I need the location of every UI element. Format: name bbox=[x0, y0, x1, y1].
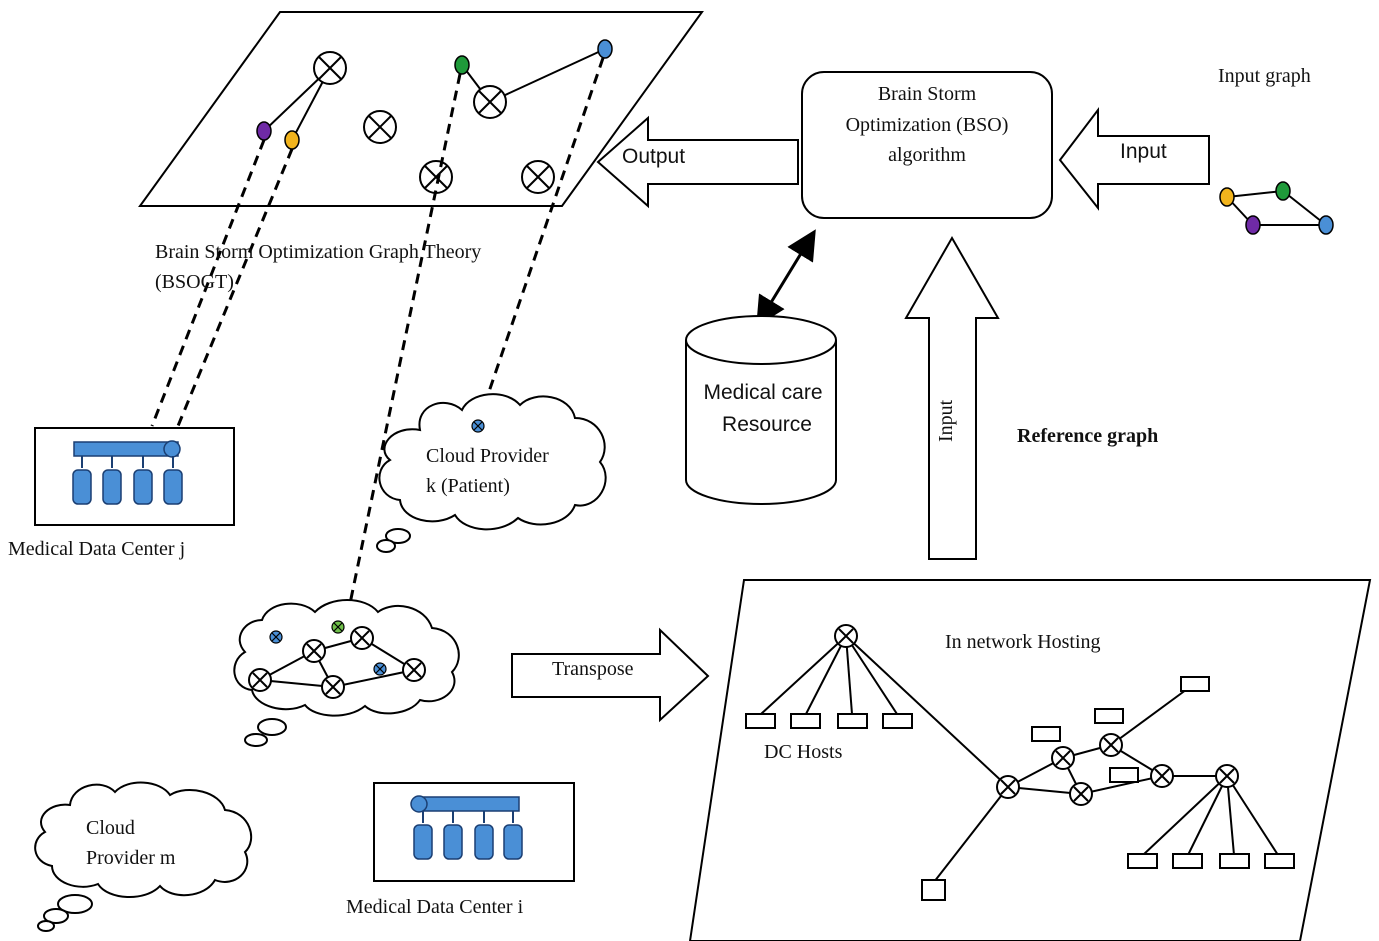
cloud-m-label-line1: Cloud bbox=[86, 817, 135, 839]
router-cross-icon bbox=[471, 419, 485, 433]
cloud-m-label-line2: Provider m bbox=[86, 847, 176, 869]
router-cross-icon bbox=[419, 160, 453, 194]
router-cross-icon bbox=[1215, 764, 1239, 788]
bsogt-caption-line2: (BSOGT) bbox=[155, 271, 234, 293]
host-box-icon bbox=[1127, 853, 1158, 869]
cloud-k-label-line1: Cloud Provider bbox=[426, 445, 549, 467]
cloud-network-group bbox=[233, 599, 460, 747]
medical-data-center-j bbox=[34, 427, 235, 526]
purple-vertex bbox=[256, 121, 272, 141]
bsogt-plane bbox=[138, 11, 704, 207]
input-vertical-label: Input bbox=[935, 399, 957, 442]
dc-hosts-label: DC Hosts bbox=[764, 741, 843, 763]
cloud-provider-k: Cloud Provider k (Patient) bbox=[376, 393, 607, 553]
router-cross-icon bbox=[373, 662, 387, 676]
host-box-icon bbox=[1031, 726, 1061, 742]
host-box-icon bbox=[1219, 853, 1250, 869]
host-box-icon bbox=[1180, 676, 1210, 692]
cloud-k-label-line2: k (Patient) bbox=[426, 475, 510, 497]
medical-care-resource-cylinder: Medical care Resource bbox=[685, 315, 837, 505]
database-cluster-icon bbox=[410, 795, 523, 860]
output-arrow: Output bbox=[596, 115, 799, 209]
host-box-icon bbox=[1264, 853, 1295, 869]
router-cross-icon bbox=[1150, 764, 1174, 788]
host-box-icon bbox=[1172, 853, 1203, 869]
router-cross-icon bbox=[302, 639, 326, 663]
yellow-vertex bbox=[284, 130, 300, 150]
cloud-icon bbox=[233, 599, 460, 747]
router-cross-icon bbox=[363, 110, 397, 144]
bsogt-caption-line1: Brain Storm Optimization Graph Theory bbox=[155, 241, 481, 263]
input-right-label: Input bbox=[1120, 140, 1167, 163]
router-cross-icon bbox=[248, 668, 272, 692]
bso-label-line2: Optimization (BSO) bbox=[846, 114, 1009, 136]
blue-vertex bbox=[597, 39, 613, 59]
green-vertex bbox=[454, 55, 470, 75]
in-network-hosting-plane bbox=[688, 579, 1372, 941]
router-cross-icon bbox=[473, 85, 507, 119]
in-network-hosting-label: In network Hosting bbox=[945, 631, 1101, 653]
router-cross-icon bbox=[996, 775, 1020, 799]
input-arrow-right: Input bbox=[1058, 107, 1210, 211]
transpose-arrow: Transpose bbox=[511, 627, 710, 723]
output-label: Output bbox=[622, 145, 685, 168]
host-box-icon bbox=[921, 879, 946, 901]
medical-care-label-line1: Medical care bbox=[703, 381, 822, 404]
medical-dc-j-label: Medical Data Center j bbox=[8, 538, 185, 560]
input-graph bbox=[1219, 181, 1334, 235]
transpose-label: Transpose bbox=[552, 658, 634, 680]
bso-algorithm-box: Brain Storm Optimization (BSO) algorithm bbox=[801, 71, 1053, 219]
host-box-icon bbox=[882, 713, 913, 729]
router-cross-icon bbox=[313, 51, 347, 85]
router-cross-icon bbox=[269, 630, 283, 644]
host-box-icon bbox=[837, 713, 868, 729]
host-box-icon bbox=[745, 713, 776, 729]
host-box-icon bbox=[1109, 767, 1139, 783]
input-arrow-vertical: Input bbox=[904, 235, 1000, 560]
cloud-icon bbox=[376, 393, 607, 553]
host-box-icon bbox=[790, 713, 821, 729]
reference-graph-label: Reference graph bbox=[1017, 425, 1158, 447]
medical-dc-i-label: Medical Data Center i bbox=[346, 896, 524, 918]
router-cross-icon bbox=[331, 620, 345, 634]
router-cross-icon bbox=[1099, 733, 1123, 757]
mapping-dashed-lines bbox=[150, 57, 605, 619]
input-graph-label: Input graph bbox=[1218, 65, 1311, 87]
router-cross-icon bbox=[834, 624, 858, 648]
router-cross-icon bbox=[321, 675, 345, 699]
bidirectional-arrow bbox=[756, 229, 816, 327]
database-cluster-icon bbox=[72, 440, 183, 505]
router-cross-icon bbox=[1051, 746, 1075, 770]
bso-label-line3: algorithm bbox=[888, 144, 966, 166]
bso-label-line1: Brain Storm bbox=[878, 83, 977, 105]
cloud-icon bbox=[34, 781, 253, 932]
router-cross-icon bbox=[402, 658, 426, 682]
router-cross-icon bbox=[1069, 782, 1093, 806]
router-cross-icon bbox=[521, 160, 555, 194]
medical-care-label-line2: Resource bbox=[722, 413, 812, 436]
host-box-icon bbox=[1094, 708, 1124, 724]
medical-data-center-i bbox=[373, 782, 575, 882]
cloud-provider-m: Cloud Provider m bbox=[34, 781, 253, 932]
router-cross-icon bbox=[350, 626, 374, 650]
